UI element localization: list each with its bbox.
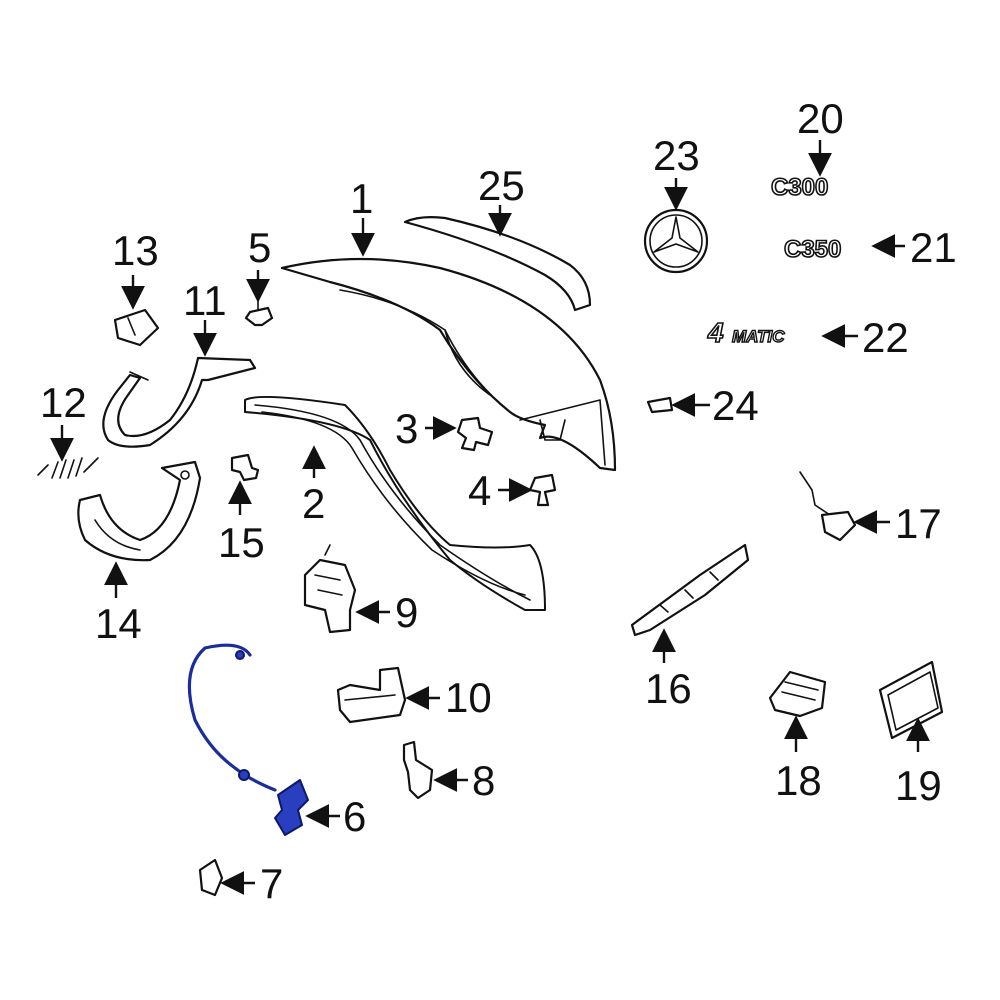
clip-part-3[interactable] xyxy=(456,416,494,452)
4matic-badge-part-22[interactable]: 4 MATIC xyxy=(706,316,786,349)
callout-13: 13 xyxy=(112,227,159,274)
bolt-part-15[interactable] xyxy=(230,453,260,482)
bracket-clip-part-13[interactable] xyxy=(113,308,160,347)
callout-3: 3 xyxy=(395,405,418,452)
callout-10: 10 xyxy=(445,674,492,721)
push-pin-part-5[interactable] xyxy=(244,299,274,327)
c300-badge-part-20[interactable]: C300 xyxy=(770,173,829,202)
weatherstrip-seal[interactable] xyxy=(244,395,546,611)
bumper-stop-part-8[interactable] xyxy=(402,740,434,800)
clip-part-24[interactable] xyxy=(646,396,674,414)
clip-part-7[interactable] xyxy=(198,858,224,897)
callout-14: 14 xyxy=(95,600,142,647)
callout-11: 11 xyxy=(183,277,227,324)
callout-7: 7 xyxy=(260,860,283,907)
4matic-word-text: MATIC xyxy=(732,327,785,346)
torsion-spring-part-12[interactable] xyxy=(37,457,99,479)
callout-15: 15 xyxy=(218,519,265,566)
4matic-digit-text: 4 xyxy=(707,317,724,348)
c350-badge-text: C350 xyxy=(784,236,841,263)
callout-12: 12 xyxy=(40,379,87,426)
callout-20: 20 xyxy=(797,95,844,142)
trim-moulding-part-16[interactable] xyxy=(630,543,750,637)
trim-panel-part-14[interactable] xyxy=(77,460,202,562)
release-cable-part-6[interactable] xyxy=(187,643,309,836)
hinge-arm[interactable] xyxy=(102,356,257,448)
callout-25: 25 xyxy=(478,162,525,209)
callout-18: 18 xyxy=(775,757,822,804)
callout-24: 24 xyxy=(712,382,759,429)
callout-17: 17 xyxy=(895,500,942,547)
callout-9: 9 xyxy=(395,589,418,636)
c350-badge-part-21[interactable]: C350 xyxy=(783,235,842,264)
callout-22: 22 xyxy=(862,314,909,361)
license-lamp-part-18[interactable] xyxy=(768,670,827,718)
callout-23: 23 xyxy=(653,132,700,179)
callout-5: 5 xyxy=(248,224,271,271)
callout-2: 2 xyxy=(302,480,325,527)
callout-16: 16 xyxy=(645,665,692,712)
sensor-part-17[interactable] xyxy=(799,471,857,542)
trunk-lid[interactable] xyxy=(280,257,617,472)
c300-badge-text: C300 xyxy=(771,174,828,201)
callout-8: 8 xyxy=(472,757,495,804)
lock-actuator-part-9[interactable] xyxy=(303,544,357,634)
callout-4: 4 xyxy=(468,467,491,514)
callout-labels: 1 25 2 3 4 5 13 11 12 14 15 9 10 8 6 7 1… xyxy=(40,95,957,907)
callout-1: 1 xyxy=(350,175,373,222)
leader-arrows xyxy=(50,140,930,895)
grommet-part-4[interactable] xyxy=(528,473,557,507)
star-emblem-part-23[interactable] xyxy=(643,208,709,274)
lens-part-19[interactable] xyxy=(878,660,944,740)
trim-holder-part-10[interactable] xyxy=(336,666,407,724)
callout-6: 6 xyxy=(343,793,366,840)
callout-21: 21 xyxy=(910,224,957,271)
callout-19: 19 xyxy=(895,762,942,809)
